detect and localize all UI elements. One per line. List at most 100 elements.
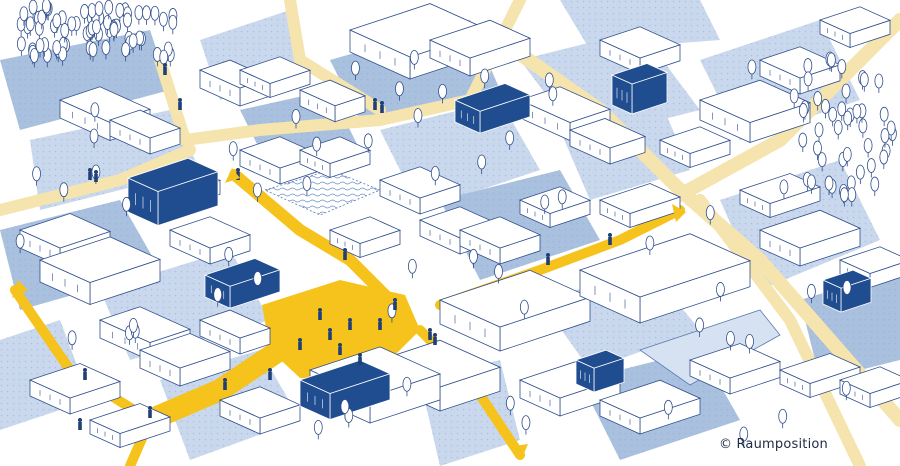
- tree-icon: [480, 68, 490, 88]
- tree-icon: [505, 130, 515, 150]
- tree-icon: [866, 158, 876, 178]
- tree-icon: [821, 98, 830, 119]
- tree-icon: [438, 83, 447, 104]
- tree-icon: [837, 101, 847, 121]
- building: [688, 343, 782, 395]
- tree-icon: [123, 12, 132, 33]
- tree-icon: [16, 36, 26, 56]
- tree-icon: [291, 109, 301, 129]
- tree-icon: [413, 108, 423, 128]
- tree-icon: [90, 102, 100, 122]
- tree-icon: [302, 176, 312, 196]
- tree-icon: [80, 4, 89, 24]
- tree-icon: [142, 5, 151, 25]
- tree-icon: [402, 376, 412, 397]
- tree-icon: [121, 42, 131, 62]
- person-icon: [380, 101, 384, 113]
- tree-icon: [879, 106, 889, 127]
- highlight-building: [610, 63, 669, 115]
- copyright-credit: © Raumposition: [718, 437, 828, 452]
- tree-icon: [817, 152, 827, 172]
- tree-icon: [41, 0, 51, 19]
- person-icon: [223, 378, 227, 390]
- person-icon: [78, 418, 82, 430]
- tree-icon: [115, 2, 125, 23]
- tree-icon: [779, 179, 789, 199]
- tree-icon: [824, 175, 834, 196]
- tree-icon: [886, 120, 896, 141]
- arrow-icon: [12, 280, 28, 298]
- road-west: [0, 144, 196, 216]
- person-icon: [546, 253, 550, 265]
- building: [108, 109, 182, 155]
- tree-icon: [521, 415, 531, 435]
- tree-icon: [803, 71, 813, 91]
- buildings: [18, 3, 900, 449]
- highlight-building: [453, 83, 532, 134]
- tree-icon: [52, 13, 62, 33]
- tree-icon: [60, 23, 70, 43]
- building: [218, 386, 302, 435]
- person-icon: [148, 406, 152, 418]
- building: [598, 379, 702, 435]
- tree-icon: [726, 331, 735, 351]
- tree-icon: [28, 0, 38, 20]
- tree-icon: [407, 258, 417, 279]
- tree-icon: [67, 16, 77, 36]
- tree-icon: [880, 128, 890, 148]
- route-to-plaza: [139, 339, 291, 431]
- tree-icon: [104, 0, 114, 20]
- tree-icon: [340, 399, 350, 419]
- person-icon: [348, 318, 352, 330]
- tree-icon: [59, 182, 69, 202]
- tree-icon: [395, 81, 404, 101]
- tree-icon: [557, 189, 567, 209]
- building: [818, 6, 892, 49]
- tree-icon: [778, 408, 788, 429]
- tree-icon: [312, 136, 322, 157]
- building: [298, 136, 372, 179]
- building: [518, 186, 592, 229]
- tree-icon: [430, 165, 440, 186]
- building: [238, 56, 312, 99]
- tree-icon: [842, 280, 852, 300]
- person-icon: [298, 338, 302, 350]
- tree-icon: [841, 380, 851, 401]
- person-icon: [433, 333, 437, 345]
- tree-icon: [855, 164, 865, 185]
- tree-icon: [94, 1, 104, 21]
- person-icon: [338, 343, 342, 355]
- tree-icon: [645, 235, 655, 255]
- person-icon: [343, 248, 347, 260]
- tree-icon: [519, 299, 529, 320]
- highlight-building: [126, 157, 220, 227]
- person-icon: [88, 168, 92, 180]
- building: [758, 209, 862, 267]
- tree-icon: [813, 91, 823, 111]
- tree-icon: [494, 264, 503, 284]
- tree-icon: [92, 19, 101, 39]
- route-diagonal: [229, 169, 396, 306]
- tree-icon: [505, 395, 515, 416]
- tree-icon: [19, 6, 29, 26]
- building: [198, 309, 272, 355]
- tree-icon: [89, 128, 99, 148]
- person-icon: [178, 98, 182, 110]
- tree-icon: [213, 287, 223, 307]
- building: [328, 216, 402, 259]
- park-area: [639, 309, 781, 386]
- building: [578, 233, 752, 324]
- tree-icon: [863, 138, 873, 158]
- tree-icon: [168, 14, 178, 35]
- tree-icon: [477, 154, 487, 175]
- tree-icon: [35, 38, 45, 58]
- arrow-icon: [672, 204, 686, 222]
- tree-icon: [858, 118, 868, 138]
- tree-icon: [129, 317, 138, 338]
- tree-icon: [88, 42, 98, 62]
- building: [378, 166, 462, 215]
- arrow-icon: [515, 444, 528, 458]
- tree-icon: [67, 330, 77, 350]
- person-icon: [358, 353, 362, 365]
- tree-icon: [313, 420, 323, 440]
